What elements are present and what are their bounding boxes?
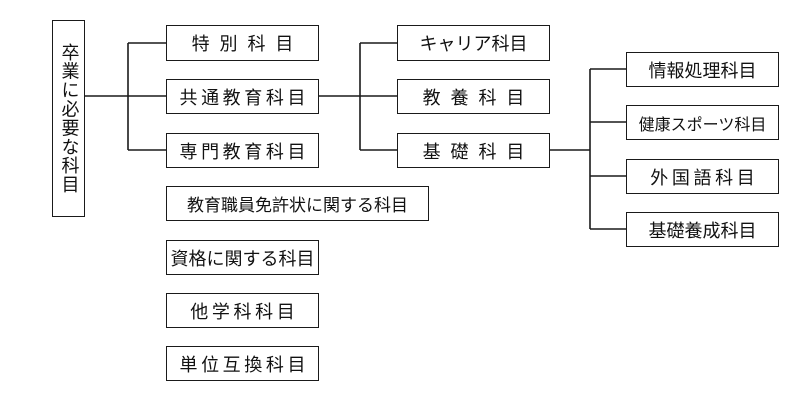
box-foundation-training: 基礎養成科目 <box>626 212 779 247</box>
box-info-processing: 情報処理科目 <box>626 52 779 87</box>
label-special-subjects: 特別科目 <box>191 34 304 55</box>
label-other-department: 他学科科目 <box>190 301 299 323</box>
box-basic: 基礎科目 <box>397 133 550 168</box>
box-foreign-language: 外国語科目 <box>626 159 779 194</box>
label-health-sports: 健康スポーツ科目 <box>638 114 767 134</box>
label-foundation-training: 基礎養成科目 <box>648 220 757 242</box>
box-common-education: 共通教育科目 <box>166 79 319 114</box>
root-box: 卒業に必要な科目 <box>52 20 85 217</box>
label-teacher-license: 教育職員免許状に関する科目 <box>187 196 408 216</box>
label-foreign-language: 外国語科目 <box>650 167 759 189</box>
label-common-education: 共通教育科目 <box>179 87 310 109</box>
label-info-processing: 情報処理科目 <box>648 60 757 82</box>
label-qualification: 資格に関する科目 <box>170 248 315 270</box>
box-credit-transfer: 単位互換科目 <box>166 346 319 381</box>
root-label: 卒業に必要な科目 <box>58 42 80 195</box>
box-teacher-license: 教育職員免許状に関する科目 <box>166 186 429 221</box>
label-credit-transfer: 単位互換科目 <box>179 354 310 376</box>
box-qualification: 資格に関する科目 <box>166 240 319 275</box>
box-liberal-arts: 教養科目 <box>397 79 550 114</box>
box-major-education: 専門教育科目 <box>166 133 319 168</box>
label-basic: 基礎科目 <box>422 141 535 163</box>
box-special-subjects: 特別科目 <box>166 25 319 61</box>
box-health-sports: 健康スポーツ科目 <box>626 105 779 140</box>
box-other-department: 他学科科目 <box>166 293 319 328</box>
label-career: キャリア科目 <box>419 34 528 55</box>
label-liberal-arts: 教養科目 <box>422 87 535 109</box>
box-career: キャリア科目 <box>397 25 550 61</box>
label-major-education: 専門教育科目 <box>179 141 310 163</box>
